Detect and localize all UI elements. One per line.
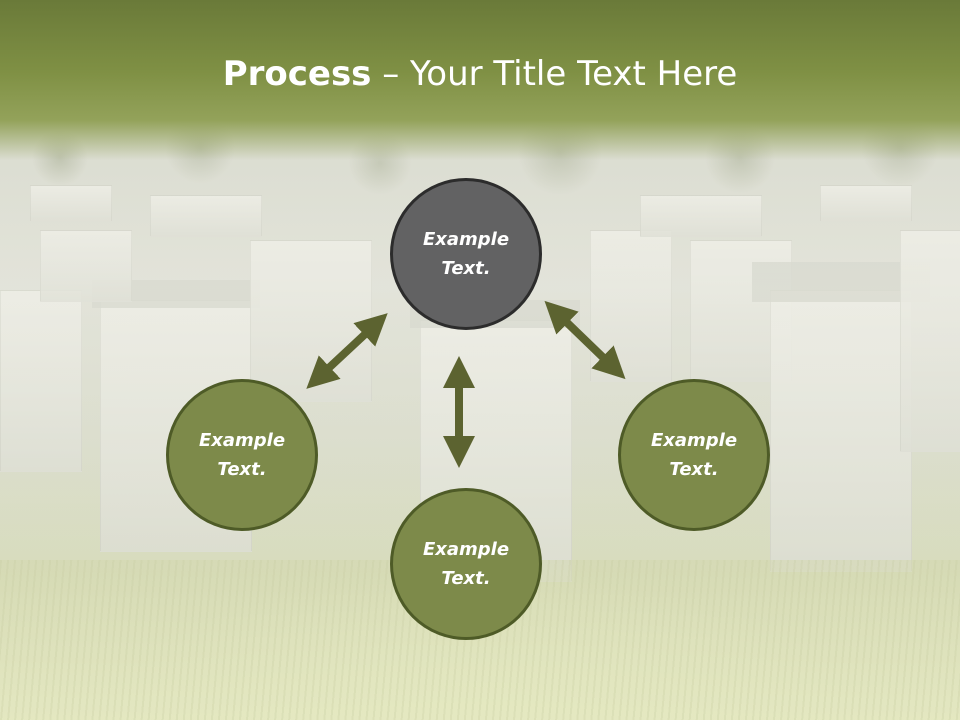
node-left-line2: Text. <box>217 459 267 480</box>
title-bold-text: Process <box>222 54 372 94</box>
process-node-left[interactable]: Example Text. <box>166 379 318 531</box>
node-bottom-line1: Example <box>422 539 510 560</box>
node-top-line2: Text. <box>441 258 491 279</box>
process-node-right[interactable]: Example Text. <box>618 379 770 531</box>
node-right-line1: Example <box>650 430 738 451</box>
title-text: – Your Title Text Here <box>371 54 738 94</box>
process-node-top[interactable]: Example Text. <box>390 178 542 330</box>
title-band <box>0 0 960 160</box>
node-left-line1: Example <box>198 430 286 451</box>
node-right-line2: Text. <box>669 459 719 480</box>
node-top-line1: Example <box>422 229 510 250</box>
process-node-bottom[interactable]: Example Text. <box>390 488 542 640</box>
node-bottom-line2: Text. <box>441 568 491 589</box>
slide-title[interactable]: Process – Your Title Text Here <box>0 52 960 96</box>
